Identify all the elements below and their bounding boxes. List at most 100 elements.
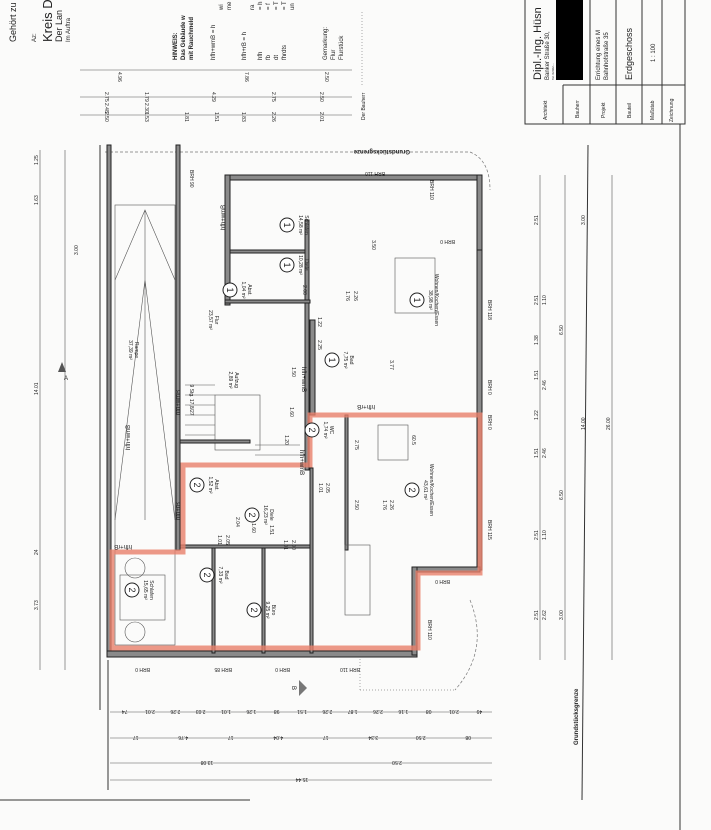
top-dimensions: 4.96 7.86 2.50 2.75 1.79 4.29 2.75 2.50 …	[80, 69, 352, 122]
az-text: Az:	[32, 33, 38, 42]
room-name: Abst.	[246, 284, 252, 295]
belongs-to-text: Gehört zu	[8, 2, 18, 42]
parapet-label: BRH 0	[486, 380, 492, 395]
dim-label: 08	[465, 734, 471, 740]
bauteil-value: Erdgeschoss	[624, 27, 634, 80]
room-name: Wohnen/Kochen/Essen	[433, 274, 439, 326]
dim-label: 2.75	[270, 92, 276, 102]
unit-number: 2	[202, 572, 212, 577]
dim-label: 2.26	[270, 112, 276, 122]
room-name: Diele	[268, 509, 274, 521]
dim-label: 14.00	[581, 417, 587, 430]
hinweis-line: Das Gebäude w	[181, 15, 187, 60]
dim-label: 3.00	[74, 245, 80, 255]
room-area: 43,61 m²	[422, 480, 428, 500]
massstab-value: 1 : 100	[651, 43, 657, 62]
redaction-box	[556, 0, 583, 80]
auftrag-text: Im Auftra	[66, 17, 72, 42]
room-name: WC	[328, 426, 334, 435]
projekt-label: Projekt	[601, 102, 607, 118]
room-name: Büro	[270, 605, 276, 616]
parapet-label: BRH 85	[214, 666, 232, 672]
dim-label: 74	[122, 708, 128, 714]
dim-label: 2.51	[534, 295, 540, 305]
room-area: 1,74 m²	[322, 422, 328, 439]
room-area: 16,23 m²	[262, 505, 268, 525]
dim-label: 7.86	[243, 72, 249, 82]
dim-label: 1.51	[534, 448, 540, 458]
dim-label: 49	[476, 708, 482, 714]
dim-label: 2.50	[103, 112, 109, 122]
dim-label: 17	[323, 734, 329, 740]
dim-label: 2.48	[103, 103, 109, 113]
plot-boundary: Grundstücksgrenze	[99, 145, 491, 710]
parapet-label: BRH 0	[275, 666, 290, 672]
inner-dim-label: 1.60	[288, 407, 294, 417]
room-area: 9,25 m²	[264, 602, 270, 619]
inner-dim-label: 1.50	[290, 367, 296, 377]
inner-dim-label: 2.75	[353, 440, 359, 450]
dim-label: 2.30	[143, 103, 149, 113]
dim-label: 2.26	[322, 708, 332, 714]
dim-label: 2.51	[534, 530, 540, 540]
unit-number: 2	[407, 487, 417, 492]
room-area: 15,65 m²	[142, 580, 148, 600]
massstab-label: Maßstab	[650, 100, 656, 120]
legend-value: = h	[258, 1, 264, 10]
dim-label: 98	[274, 708, 280, 714]
inner-dim-label: 2.00	[290, 540, 296, 550]
dim-label: 1.53	[143, 112, 149, 122]
plot-boundary-label-right: Grundstücksgrenze	[574, 688, 580, 745]
wall-label: hfh+wmB	[300, 367, 306, 392]
legend-key: dt	[274, 55, 280, 60]
unit-2-highlight	[109, 412, 483, 651]
inner-dim-label: 60.5	[410, 435, 416, 445]
dim-label: 3.00	[581, 215, 587, 225]
inner-dim-label: 1.20	[283, 435, 289, 445]
dim-label: 2.50	[318, 92, 324, 102]
dim-label: 26.00	[606, 417, 612, 430]
building-walls	[106, 144, 483, 658]
room-area: 38,98 m²	[427, 290, 433, 310]
dim-label: 3.00	[559, 610, 565, 620]
landrat-text: Der Lan	[54, 10, 64, 42]
inner-dim-label: 1.51	[268, 525, 274, 535]
dim-label: 2.03	[196, 708, 206, 714]
dim-label: 1.16	[398, 708, 408, 714]
parapet-label: BRH 110	[365, 170, 385, 176]
dim-label: 2.50	[416, 734, 426, 740]
architect-label: Architekt	[543, 100, 549, 120]
wall-label: hfh+wmB	[221, 205, 227, 230]
inner-dim-label: 2.26	[388, 500, 394, 510]
unit-number: 1	[412, 297, 422, 302]
dim-label: 2.01	[318, 112, 324, 122]
unit-number: 2	[307, 427, 317, 432]
dim-label: 2.26	[170, 708, 180, 714]
unit-number-circle	[304, 422, 320, 438]
inner-dim-label: 2.05	[224, 535, 230, 545]
gemarkung-label: Gemarkung:	[323, 27, 329, 60]
dim-label: 1.26	[246, 708, 256, 714]
dim-label: 1.51	[297, 708, 307, 714]
dim-label: 1.38	[534, 335, 540, 345]
unit-number-circle	[279, 217, 295, 233]
dim-label: 1.10	[542, 530, 548, 540]
parapet-label: BRH 110	[340, 666, 360, 672]
right-dimensions: 2.51 2.51 1.10 1.38 6.50 1.51 2.46 1.22 …	[534, 144, 613, 801]
zeichnung-label: Zeichnung	[669, 98, 675, 122]
room-area: 1,52 m²	[207, 477, 213, 494]
inner-dim-label: 1.01	[282, 540, 288, 550]
section-marker-a: A	[64, 376, 68, 382]
room-area: 1,04 m²	[240, 282, 246, 299]
room-name: Abst.	[213, 479, 219, 490]
unit-number-circle	[244, 507, 260, 523]
parapet-label: BRH 0	[486, 415, 492, 430]
legend-value: ra	[250, 4, 256, 10]
dim-label: 2.51	[534, 215, 540, 225]
margin-header: Gehört zu Az: Kreis D Der Lan Im Auftra	[8, 0, 72, 42]
dim-label: 15.44	[296, 776, 309, 782]
inner-dim-label: 1.76	[381, 500, 387, 510]
